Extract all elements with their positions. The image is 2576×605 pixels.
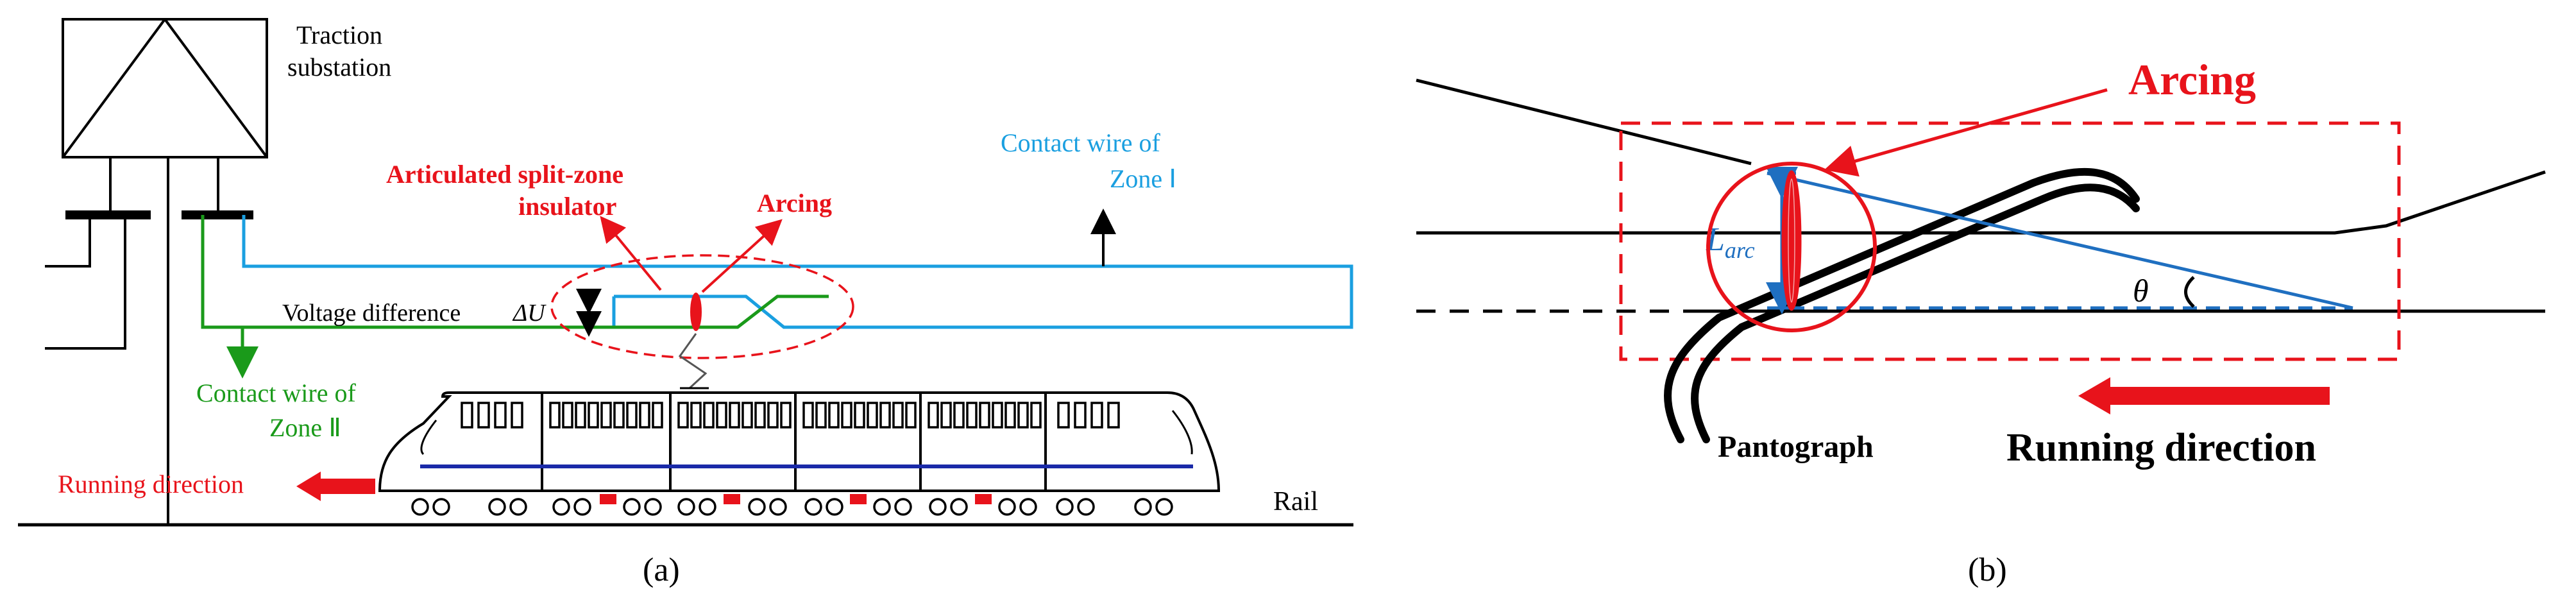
contact-wires-b	[1416, 78, 2546, 313]
arcing-arrow-b	[1824, 88, 2108, 177]
train-windows	[461, 402, 1120, 429]
zone1-label-line1: Contact wire of	[1001, 128, 1160, 157]
running-direction-label-b: Running direction	[2006, 426, 2316, 470]
insulator-label-line1: Articulated split-zone	[386, 160, 623, 189]
train-bogie-markers	[600, 494, 992, 504]
train	[378, 391, 1221, 516]
substation-label-line1: Traction	[296, 21, 382, 49]
caption-b: (b)	[1968, 552, 2007, 588]
substation-label-line2: substation	[287, 53, 391, 81]
insulator-label-line2: insulator	[518, 192, 616, 221]
arcing-circle	[1706, 162, 1877, 332]
theta-arc	[2184, 276, 2195, 308]
theta-label: θ	[2133, 273, 2149, 309]
running-direction-label-a: Running direction	[58, 470, 244, 498]
train-wheels	[411, 498, 1173, 516]
arc-marker	[690, 293, 702, 331]
traction-substation	[62, 18, 268, 158]
zone2-label-line2: Zone Ⅱ	[269, 413, 341, 442]
pantograph-label: Pantograph	[1718, 430, 1874, 464]
feeder-lines	[45, 157, 253, 525]
rail-label: Rail	[1273, 487, 1318, 516]
zone2-label-line1: Contact wire of	[196, 379, 356, 407]
arcing-label-a: Arcing	[757, 189, 832, 217]
voltage-label: Voltage difference	[282, 300, 461, 327]
running-direction-arrow-b	[2078, 377, 2330, 414]
running-direction-arrow-a	[296, 472, 375, 501]
panel-b: Larc θ Arcing Pantograph Running directi…	[1416, 55, 2546, 588]
panel-a: Traction substation Contact wire of Zo	[18, 18, 1353, 588]
zone1-label-line2: Zone Ⅰ	[1110, 164, 1176, 193]
larc-label: Larc	[1706, 221, 1755, 263]
train-pantograph	[678, 333, 708, 389]
arcing-region-box	[1619, 121, 2401, 361]
arc-marker-b	[1781, 170, 1802, 311]
arcing-arrow-a	[701, 219, 783, 293]
zone2-wire	[201, 215, 829, 379]
voltage-symbol: ΔU	[512, 300, 547, 327]
insulator-highlight	[550, 254, 854, 359]
caption-a: (a)	[643, 552, 680, 588]
pantograph-shape	[1664, 167, 2140, 443]
arcing-label-b: Arcing	[2128, 55, 2256, 104]
zone1-wire	[242, 215, 1353, 329]
insulator-arrow	[600, 216, 662, 291]
